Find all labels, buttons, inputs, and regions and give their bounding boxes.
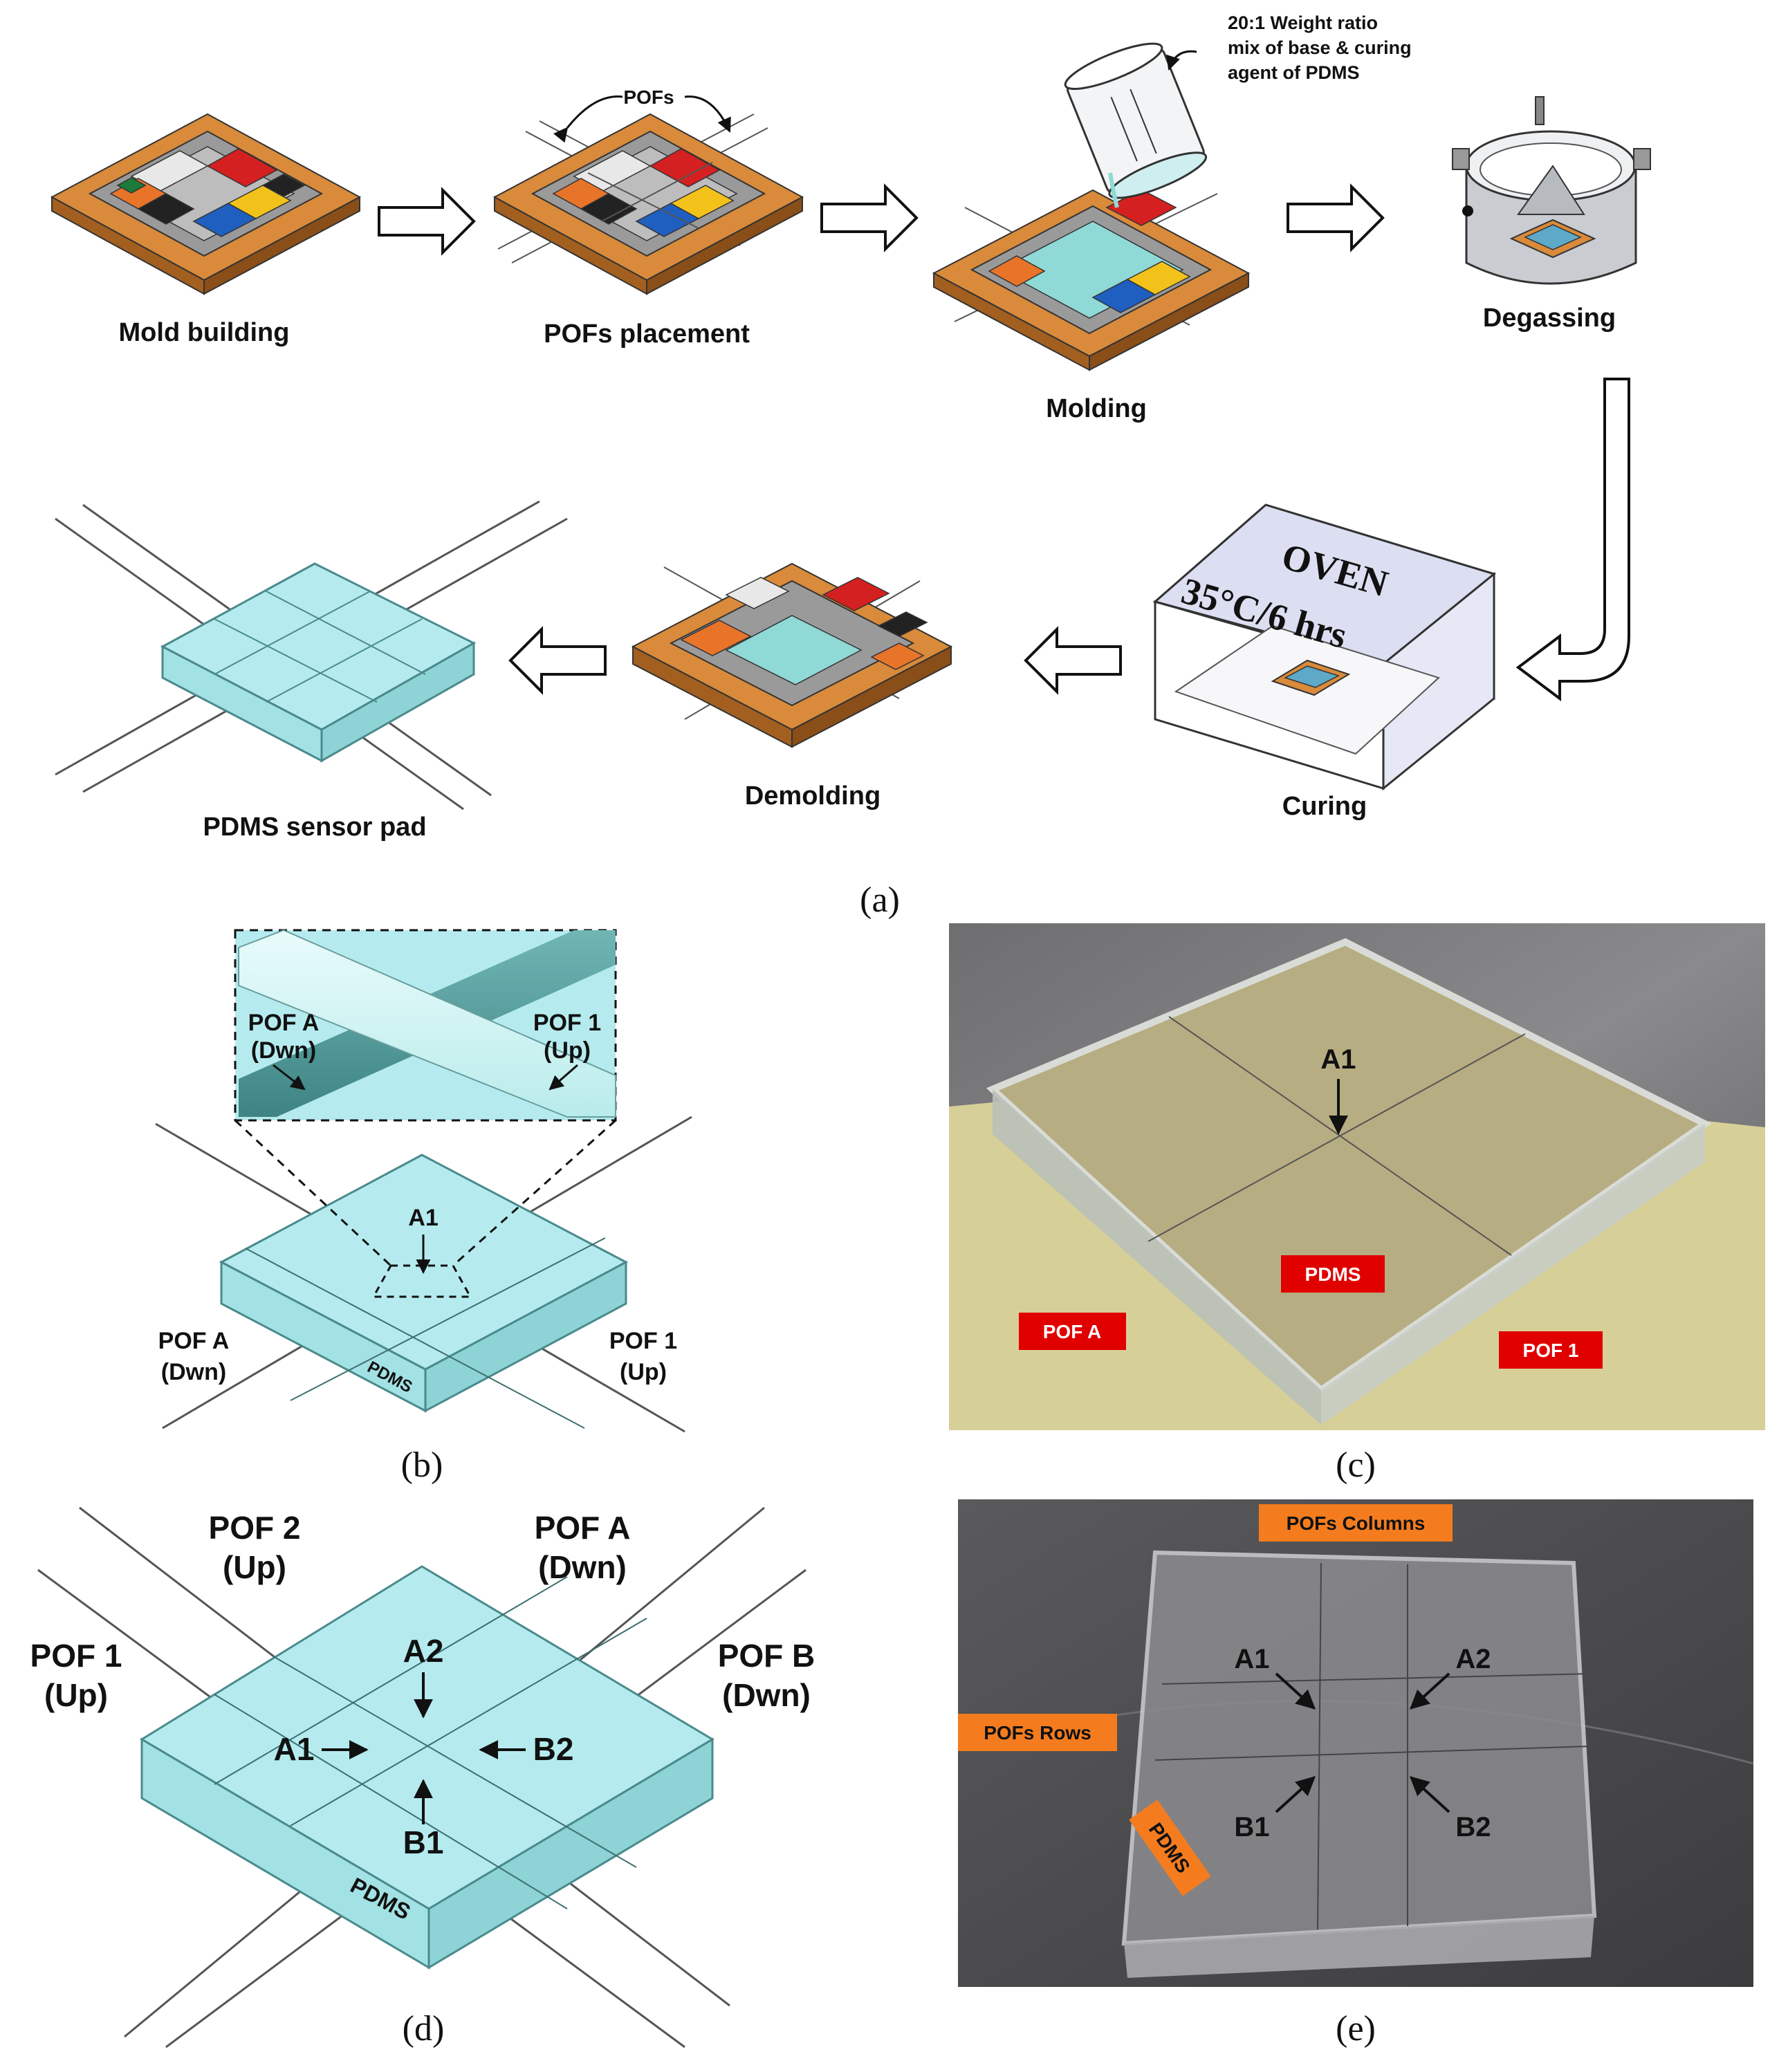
inset-right-line-2: (Up) xyxy=(544,1037,591,1064)
pofs-columns-tag: POFs Columns xyxy=(1287,1513,1426,1534)
panel-a: Mold building POFs POFs placemen xyxy=(50,12,1651,920)
step-label-degassing: Degassing xyxy=(1483,304,1616,333)
panel-c: A1 PDMS POF A POF 1 (c) xyxy=(949,923,1765,1485)
oven-illustration xyxy=(1152,503,1497,791)
step-label-mold-building: Mold building xyxy=(119,318,290,347)
step-label-sensor-pad: PDMS sensor pad xyxy=(203,813,426,842)
step-label-molding: Molding xyxy=(1046,394,1147,423)
demolding-illustration xyxy=(631,562,953,748)
panel-d: POF 2 (Up) POF A (Dwn) POF 1 (Up) POF B … xyxy=(30,1506,815,2048)
pdms-tag: PDMS xyxy=(1305,1264,1361,1285)
caption-c: (c) xyxy=(1336,1445,1376,1485)
point-a1-e: A1 xyxy=(1234,1644,1269,1674)
pof-a-label-line-1-d: POF A xyxy=(535,1510,631,1546)
process-arrow-1 xyxy=(378,187,476,256)
inset-right-line-1: POF 1 xyxy=(533,1010,601,1036)
point-a2-e: A2 xyxy=(1455,1644,1491,1674)
inset-left-line-2: (Dwn) xyxy=(251,1037,316,1064)
point-a2: A2 xyxy=(403,1633,444,1669)
caption-a: (a) xyxy=(860,880,900,920)
panel-e: POFs Columns POFs Rows PDMS A1 A2 B1 B2 … xyxy=(957,1499,1754,2048)
process-arrow-3 xyxy=(1287,183,1385,252)
pof-1-label-line-2-d: (Up) xyxy=(44,1677,108,1713)
point-a1: A1 xyxy=(408,1205,438,1231)
point-b2: B2 xyxy=(533,1731,574,1767)
pof-a-label-line-2: (Dwn) xyxy=(161,1359,226,1385)
process-arrow-4 xyxy=(1515,378,1630,701)
mix-note-line-3: agent of PDMS xyxy=(1228,62,1360,83)
mold-building-illustration xyxy=(50,113,362,295)
step-label-curing: Curing xyxy=(1282,792,1367,821)
mix-note-line-1: 20:1 Weight ratio xyxy=(1228,12,1378,33)
pofs-rows-tag: POFs Rows xyxy=(984,1722,1091,1743)
fiber-up xyxy=(238,929,616,1118)
pof-2-label-line-2: (Up) xyxy=(223,1549,286,1585)
point-b1-e: B1 xyxy=(1234,1812,1269,1842)
degassing-chamber-illustration xyxy=(1452,96,1651,285)
caption-d: (d) xyxy=(403,2009,445,2048)
caption-e: (e) xyxy=(1336,2009,1376,2048)
point-a1-photo: A1 xyxy=(1320,1044,1356,1075)
panel-b: POF A (Dwn) POF 1 (Up) A1 POF A (Dwn) PO… xyxy=(155,929,692,1485)
process-arrow-5 xyxy=(1024,626,1122,695)
process-arrow-6 xyxy=(508,626,607,695)
pof-a-label-line-1: POF A xyxy=(158,1328,230,1354)
pof-a-tag: POF A xyxy=(1043,1321,1102,1342)
step-label-demolding: Demolding xyxy=(745,781,881,811)
pofs-placement-illustration xyxy=(492,95,804,295)
caption-b: (b) xyxy=(401,1445,443,1485)
molding-illustration xyxy=(932,42,1251,371)
inset-left-line-1: POF A xyxy=(248,1010,320,1036)
step-label-pofs-placement: POFs placement xyxy=(544,320,750,349)
pof-a-label-line-2-d: (Dwn) xyxy=(538,1549,627,1585)
mix-note-line-2: mix of base & curing xyxy=(1228,37,1412,58)
pofs-label: POFs xyxy=(623,86,674,108)
pof-b-label-line-1: POF B xyxy=(718,1638,815,1674)
pof-1-tag: POF 1 xyxy=(1523,1340,1579,1361)
pof-1-label-line-1-d: POF 1 xyxy=(30,1638,122,1674)
pdms-sensor-pad-illustration xyxy=(55,500,568,811)
pof-2-label-line-1: POF 2 xyxy=(209,1510,301,1546)
point-b2-e: B2 xyxy=(1455,1812,1491,1842)
pof-b-label-line-2: (Dwn) xyxy=(722,1677,811,1713)
point-b1: B1 xyxy=(403,1824,444,1860)
pof-1-label-line-1: POF 1 xyxy=(609,1328,677,1354)
point-a1-d: A1 xyxy=(274,1731,315,1767)
process-arrow-2 xyxy=(820,183,919,252)
pof-1-label-line-2: (Up) xyxy=(620,1359,667,1385)
